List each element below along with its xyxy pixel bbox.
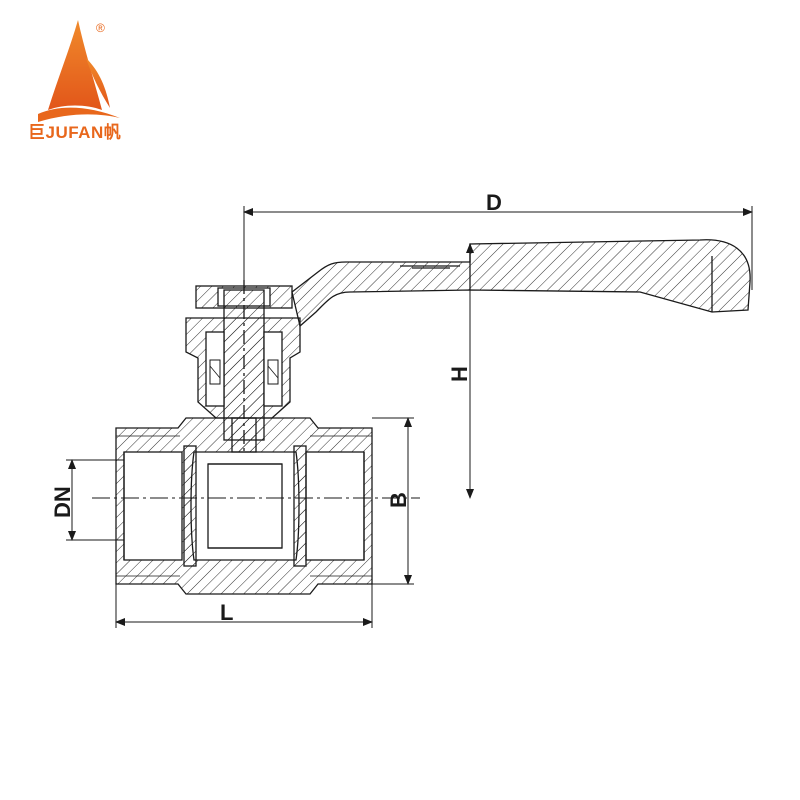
dimension-d — [243, 206, 753, 290]
valve-handle — [291, 239, 751, 328]
dimension-h-label: H — [447, 366, 472, 382]
sail-icon — [48, 20, 102, 110]
brand-logo: ® — [38, 20, 120, 122]
dimension-l-label: L — [220, 600, 233, 625]
valve-bonnet — [185, 317, 301, 419]
dimension-b — [372, 417, 414, 585]
dimension-l — [115, 584, 373, 628]
valve-body — [115, 417, 373, 595]
small-sail-icon — [86, 58, 110, 108]
dimension-b-label: B — [386, 492, 411, 508]
wave-icon — [38, 107, 120, 122]
dimension-d-label: D — [486, 190, 502, 215]
brand-name: 巨JUFAN帆 — [28, 123, 122, 142]
dimension-dn-label: DN — [50, 486, 75, 518]
dimension-dn — [66, 459, 124, 541]
registered-mark: ® — [96, 21, 105, 35]
